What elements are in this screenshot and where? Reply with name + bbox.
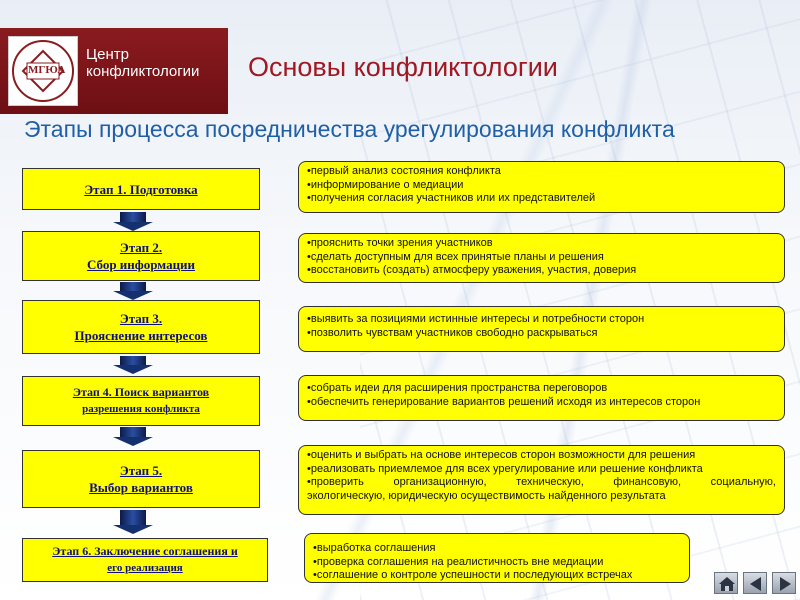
home-button[interactable] <box>714 572 738 594</box>
stage-5-box: Этап 5. Выбор вариантов <box>22 450 260 508</box>
stage-3-label-line2: Прояснение интересов <box>74 328 208 343</box>
stage-6-box: Этап 6. Заключение соглашения и его реал… <box>22 538 268 582</box>
stage-4-label-line1: Этап 4. Поиск вариантов <box>72 385 210 399</box>
description-line: •позволить чувствам участников свободно … <box>307 326 598 339</box>
stage-2-description: •прояснить точки зрения участников •сдел… <box>298 233 785 283</box>
stage-2-label-line1: Этап 2. <box>119 240 163 255</box>
home-icon <box>719 577 735 591</box>
stage-2-box: Этап 2. Сбор информации <box>22 231 260 281</box>
description-line: •оценить и выбрать на основе интересов с… <box>307 449 696 461</box>
description-line: •реализовать приемлемое для всех урегули… <box>307 462 703 475</box>
stage-6-label-line2: его реализация <box>107 562 183 574</box>
description-line: •выработка соглашения <box>313 542 436 554</box>
center-name-line1: Центр <box>86 46 129 63</box>
stage-5-label-line1: Этап 5. <box>119 463 163 478</box>
stage-4-box: Этап 4. Поиск вариантов разрешения конфл… <box>22 376 260 426</box>
triangle-left-icon <box>750 577 761 591</box>
description-line: •восстановить (создать) атмосферу уважен… <box>307 264 637 276</box>
description-line: •собрать идеи для расширения пространств… <box>307 382 608 394</box>
description-line: экологическую, юридическую осуществимост… <box>307 489 666 502</box>
mgua-logo: МГЮА <box>8 36 78 106</box>
stage-4-label-line2: разрешения конфликта <box>82 403 200 415</box>
next-slide-button[interactable] <box>772 572 796 594</box>
logo-text: МГЮА <box>28 64 66 76</box>
stage-4-description: •собрать идеи для расширения пространств… <box>298 375 785 421</box>
center-name-line2: конфликтологии <box>86 63 200 80</box>
description-line: •первый анализ состояния конфликта <box>307 165 501 177</box>
description-line: •выявить за позициями истинные интересы … <box>307 313 645 325</box>
center-name: Центр конфликтологии <box>86 46 199 80</box>
stage-1-label: Этап 1. Подготовка <box>84 181 198 197</box>
stage-1-description: •первый анализ состояния конфликта •инфо… <box>298 161 785 213</box>
stage-6-label-line1: Этап 6. Заключение соглашения и <box>52 544 238 558</box>
stage-6-description: •выработка соглашения •проверка соглашен… <box>304 533 690 583</box>
stage-1-box: Этап 1. Подготовка <box>22 168 260 210</box>
description-line: •информирование о медиации <box>307 178 464 191</box>
stage-5-label-line2: Выбор вариантов <box>89 480 193 495</box>
previous-slide-button[interactable] <box>743 572 767 594</box>
description-line: •обеспечить генерирование вариантов реше… <box>307 395 701 408</box>
description-line: •проверить организационную, техническую,… <box>307 476 776 488</box>
description-line: •получения согласия участников или их пр… <box>307 192 596 204</box>
description-line: •соглашение о контроле успешности и посл… <box>313 569 633 581</box>
slide-subtitle: Этапы процесса посредничества урегулиров… <box>24 116 675 142</box>
stage-3-box: Этап 3. Прояснение интересов <box>22 300 260 354</box>
stage-2-label-line2: Сбор информации <box>86 257 196 272</box>
stage-5-description: •оценить и выбрать на основе интересов с… <box>298 445 785 515</box>
description-line: •сделать доступным для всех принятые пла… <box>307 250 604 263</box>
stage-3-label-line1: Этап 3. <box>119 311 163 326</box>
stage-3-description: •выявить за позициями истинные интересы … <box>298 306 785 352</box>
description-line: •прояснить точки зрения участников <box>307 237 493 249</box>
page-title: Основы конфликтологии <box>248 52 558 82</box>
triangle-right-icon <box>780 577 791 591</box>
description-line: •проверка соглашения на реалистичность в… <box>313 555 604 568</box>
